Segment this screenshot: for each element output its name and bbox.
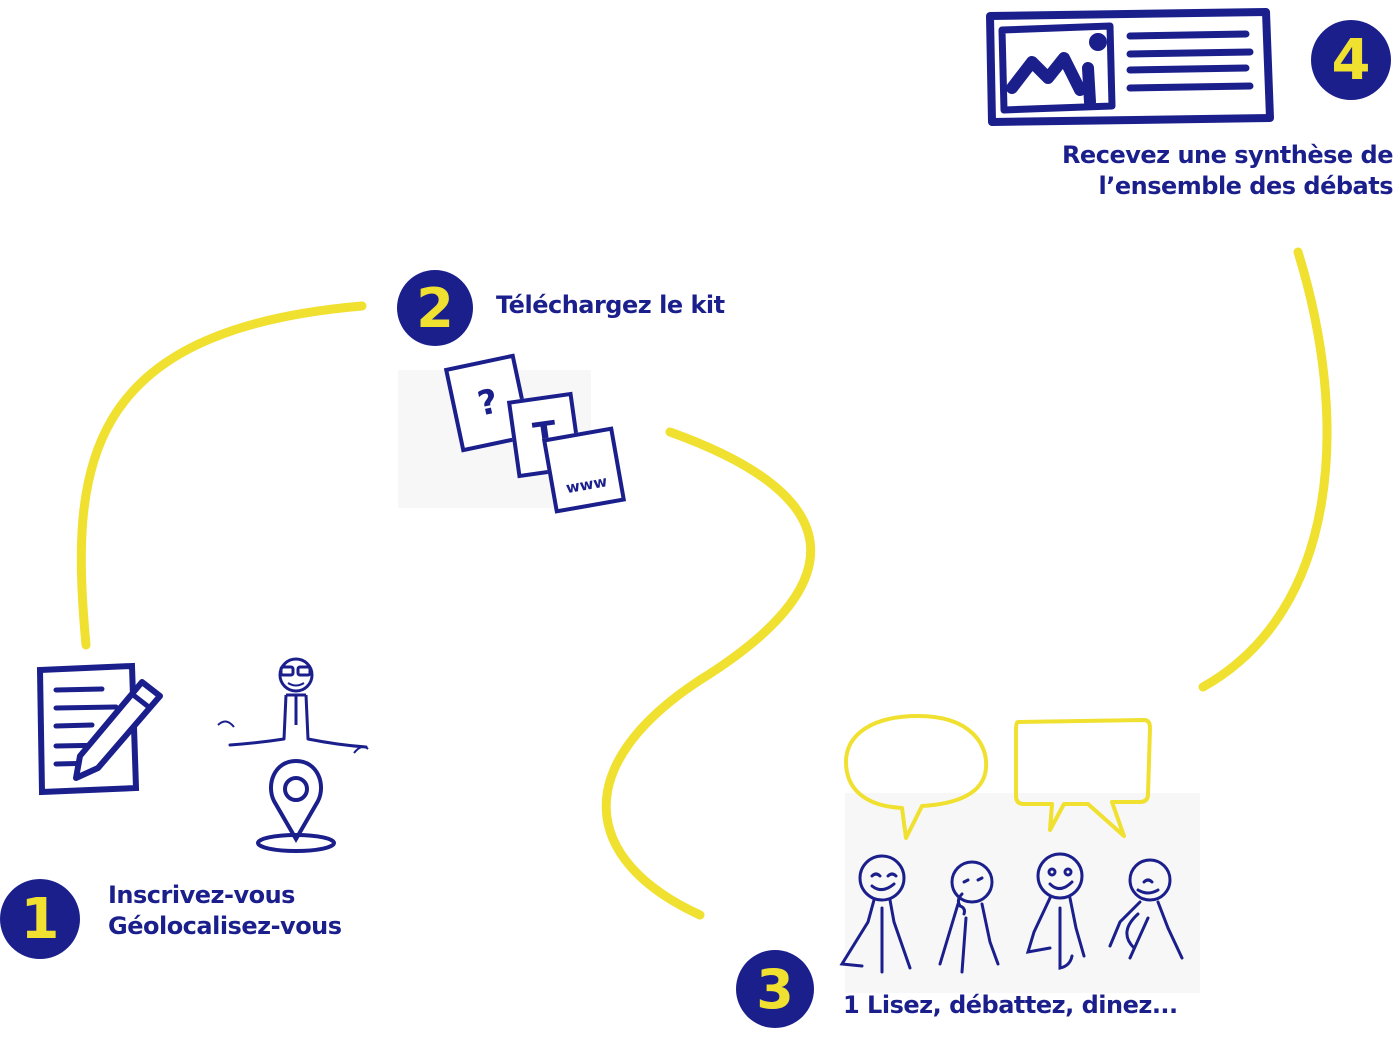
connector-3-4 <box>1198 247 1332 692</box>
stick-people-group-icon <box>839 852 1184 974</box>
step-1-number: 1 <box>20 886 60 952</box>
step-2-line-1: Téléchargez le kit <box>496 291 725 319</box>
connector-1-2 <box>76 301 367 650</box>
step-2-number: 2 <box>416 276 454 340</box>
step-3-label: 1 Lisez, débattez, dinez... <box>843 990 1178 1021</box>
step-1-label: Inscrivez-vous Géolocalisez-vous <box>108 880 342 942</box>
step-4-line-2: l’ensemble des débats <box>1098 172 1393 201</box>
stick-figure-location-pin-icon <box>217 657 369 853</box>
step-2-badge: 2 <box>397 270 473 346</box>
step-1-line-2: Géolocalisez-vous <box>108 912 342 941</box>
step-3-badge: 3 <box>736 950 814 1028</box>
speech-bubble-icon <box>1014 718 1152 838</box>
connector-2-3 <box>601 427 816 920</box>
step-1-badge: 1 <box>0 879 80 959</box>
step-3-line-1: 1 Lisez, débattez, dinez... <box>843 991 1178 1019</box>
step-1-line-1: Inscrivez-vous <box>108 881 295 909</box>
step-4-line-1: Recevez une synthèse de <box>1061 141 1394 169</box>
synthesis-document-icon <box>986 8 1274 126</box>
www-card-icon: www <box>541 426 627 514</box>
step-4-label: Recevez une synthèse de l’ensemble des d… <box>985 140 1394 202</box>
step-4-number: 4 <box>1331 27 1371 93</box>
speech-bubble-icon <box>844 714 989 840</box>
step-3-number: 3 <box>756 957 794 1021</box>
step-2-label: Téléchargez le kit <box>496 290 725 321</box>
www-card-label: www <box>564 472 609 498</box>
question-card-label: ? <box>474 381 502 425</box>
document-pen-icon <box>36 662 163 796</box>
speech-bubbles <box>844 714 1152 840</box>
step-4-badge: 4 <box>1311 20 1391 100</box>
